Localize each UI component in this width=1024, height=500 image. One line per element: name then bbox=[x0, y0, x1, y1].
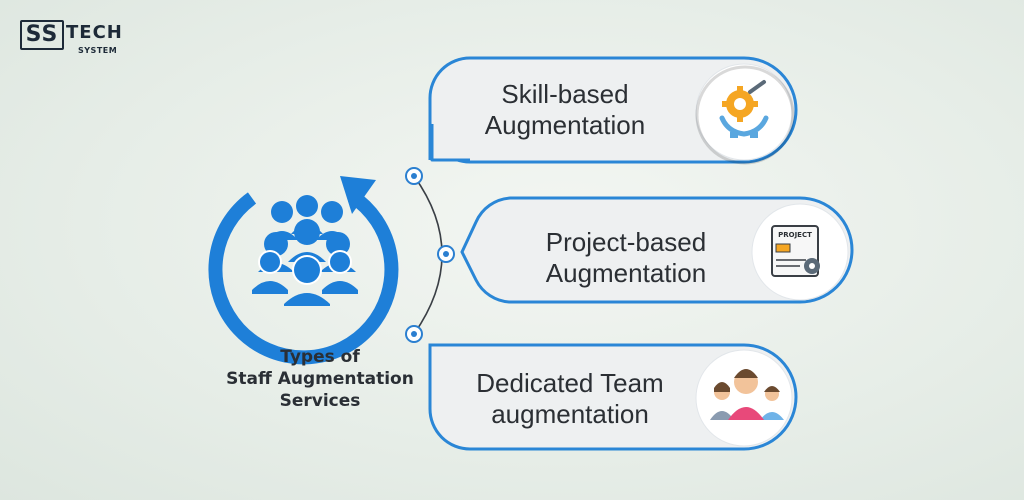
project-document-icon bbox=[751, 203, 849, 301]
circular-arrow bbox=[208, 190, 399, 365]
project-badge-label: PROJECT bbox=[778, 231, 812, 239]
card-project-based: Project-based Augmentation bbox=[508, 227, 744, 289]
card-dedicated-line1: Dedicated Team bbox=[476, 368, 664, 398]
connector-dot-3 bbox=[405, 325, 423, 343]
title-line-1: Types of bbox=[280, 347, 360, 367]
connector-dot-1 bbox=[405, 167, 423, 185]
logo-tech-text: TECH bbox=[66, 22, 123, 43]
logo-ss-mark: SS bbox=[20, 20, 64, 50]
circular-arrow-head bbox=[340, 176, 376, 214]
bubble-skill-tail bbox=[430, 124, 470, 162]
card-dedicated-team: Dedicated Team augmentation bbox=[450, 368, 690, 430]
card-skill-line2: Augmentation bbox=[484, 110, 646, 140]
card-skill-based: Skill-based Augmentation bbox=[450, 79, 680, 141]
gear-hands-icon bbox=[695, 63, 795, 165]
title-line-3: Services bbox=[279, 391, 361, 411]
logo-system-text: SYSTEM bbox=[78, 46, 118, 55]
bubble-project-based bbox=[460, 196, 854, 304]
card-skill-line1: Skill-based bbox=[501, 79, 629, 109]
card-project-line1: Project-based bbox=[545, 227, 707, 257]
card-project-line2: Augmentation bbox=[545, 258, 707, 288]
title-line-2: Staff Augmentation bbox=[226, 369, 414, 389]
diagram-title: Types of Staff Augmentation Services bbox=[190, 346, 450, 412]
card-dedicated-line2: augmentation bbox=[491, 399, 649, 429]
team-people-icon bbox=[695, 349, 793, 447]
connector-dot-2 bbox=[437, 245, 455, 263]
team-group-icon bbox=[252, 195, 358, 306]
brand-logo: SS TECH SYSTEM bbox=[18, 16, 122, 62]
